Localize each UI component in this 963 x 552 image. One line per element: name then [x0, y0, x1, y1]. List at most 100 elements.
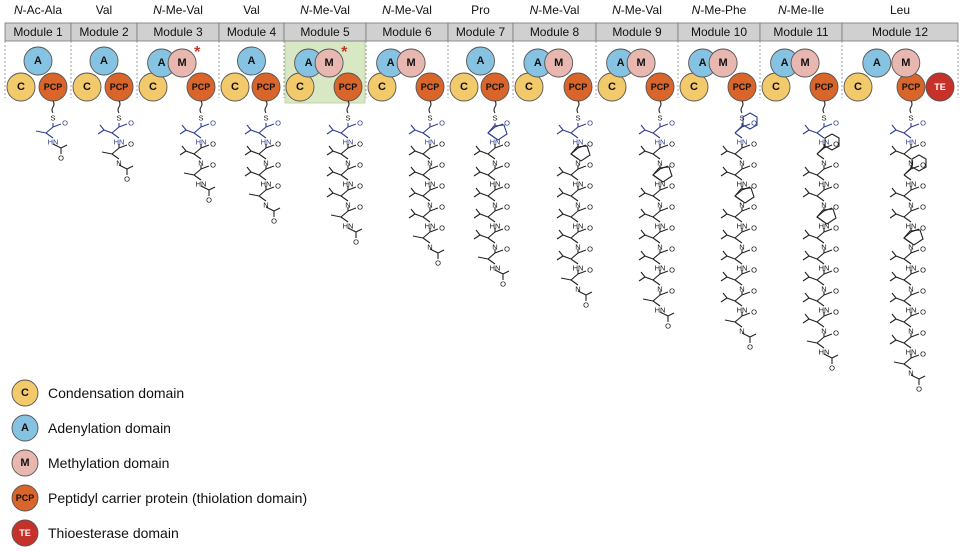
domain-letter: PCP [110, 82, 129, 92]
side-chain [720, 250, 736, 261]
side-chain [889, 208, 905, 219]
residue-val: OHN [720, 287, 757, 315]
atom-label: N [492, 159, 497, 168]
residue-val: OHN [179, 119, 216, 147]
module-label: Module 4 [227, 25, 277, 39]
side-chain [802, 292, 818, 303]
atom-label: HN [196, 180, 207, 189]
atom-label: HN [819, 138, 830, 147]
carbonyl-bond [577, 186, 587, 191]
atom-label: O [669, 119, 675, 128]
side-chain [408, 208, 424, 219]
atom-label: O [833, 287, 839, 296]
atom-label: N [908, 285, 913, 294]
side-chain [802, 313, 818, 324]
module-header-6: Module 6 [365, 22, 449, 42]
bond [340, 189, 349, 197]
atom-label: O [357, 161, 363, 170]
domain-letter: M [178, 57, 187, 69]
atom-label: O [920, 266, 926, 275]
bond [903, 258, 912, 265]
carbonyl-bond [910, 144, 920, 149]
atom-label: N [575, 159, 580, 168]
bond [487, 153, 496, 160]
residue-val: ON [556, 224, 593, 252]
domain-circle [167, 48, 197, 78]
domain-letter: C [296, 81, 304, 93]
bond [652, 300, 661, 307]
bond [816, 132, 825, 139]
domain-c: C [72, 72, 102, 102]
domain-m: M [790, 48, 820, 78]
bond [816, 342, 825, 349]
atom-label: HN [425, 180, 436, 189]
carbonyl-bond [577, 249, 587, 254]
side-chain [408, 145, 424, 156]
atom-label: HN [906, 306, 917, 315]
bond [652, 132, 661, 139]
substrate-label: N-Me-Val [153, 3, 203, 17]
domain-m-legend: M [11, 449, 39, 477]
domain-circle [862, 48, 892, 78]
bond [340, 195, 349, 202]
bond [816, 252, 825, 260]
atom-label: HN [819, 180, 830, 189]
side-chain [477, 256, 489, 260]
module-label: Module 9 [612, 25, 662, 39]
atom-label: S [657, 114, 662, 123]
side-chain [638, 124, 654, 135]
side-chain [889, 271, 905, 282]
atom-label: S [50, 114, 55, 123]
atom-label: O [665, 322, 671, 331]
side-chain [326, 124, 342, 135]
residue-val: OHN [244, 119, 281, 147]
residue-ala: OHN [806, 329, 839, 357]
carbonyl-bond [823, 291, 833, 296]
squiggle-bond [199, 100, 203, 114]
atom-label: O [833, 119, 839, 128]
side-chain [556, 166, 572, 177]
bond [570, 237, 579, 244]
carbonyl-bond [823, 186, 833, 191]
atom-label: HN [906, 264, 917, 273]
bond [903, 216, 912, 223]
bond [45, 132, 54, 139]
residue-val: OHN [244, 161, 281, 189]
atom-label: O [751, 203, 757, 212]
residue-val: OHN [889, 287, 926, 315]
side-chain-ring [487, 124, 508, 141]
side-chain [802, 124, 818, 135]
carbonyl-bond [741, 165, 751, 170]
acetyl-cap [265, 206, 281, 217]
domain-circle [626, 48, 656, 78]
atom-label: N [427, 243, 432, 252]
atom-label: N [657, 159, 662, 168]
side-chain [248, 193, 260, 197]
bond [816, 273, 825, 281]
side-chain [720, 229, 736, 240]
carbonyl-bond [118, 123, 128, 128]
module-label: Module 2 [79, 25, 129, 39]
bond [570, 216, 579, 223]
atom-label: O [58, 154, 64, 163]
atom-label: O [583, 301, 589, 310]
atom-label: O [357, 140, 363, 149]
domain-letter: PCP [486, 82, 505, 92]
bond [816, 279, 825, 286]
atom-label: O [751, 308, 757, 317]
atom-label: N [908, 201, 913, 210]
domain-m: M [626, 48, 656, 78]
atom-label: N [575, 285, 580, 294]
side-chain [326, 166, 342, 177]
carbonyl-bond [823, 249, 833, 254]
domain-letter: A [617, 57, 625, 69]
residue-val: ON [802, 182, 839, 210]
domain-circle [11, 414, 39, 442]
module-label: Module 8 [530, 25, 580, 39]
domain-pcp-legend: PCP [11, 484, 39, 512]
bond [570, 195, 579, 202]
residue-val: ON [802, 308, 839, 336]
bond [487, 258, 496, 265]
